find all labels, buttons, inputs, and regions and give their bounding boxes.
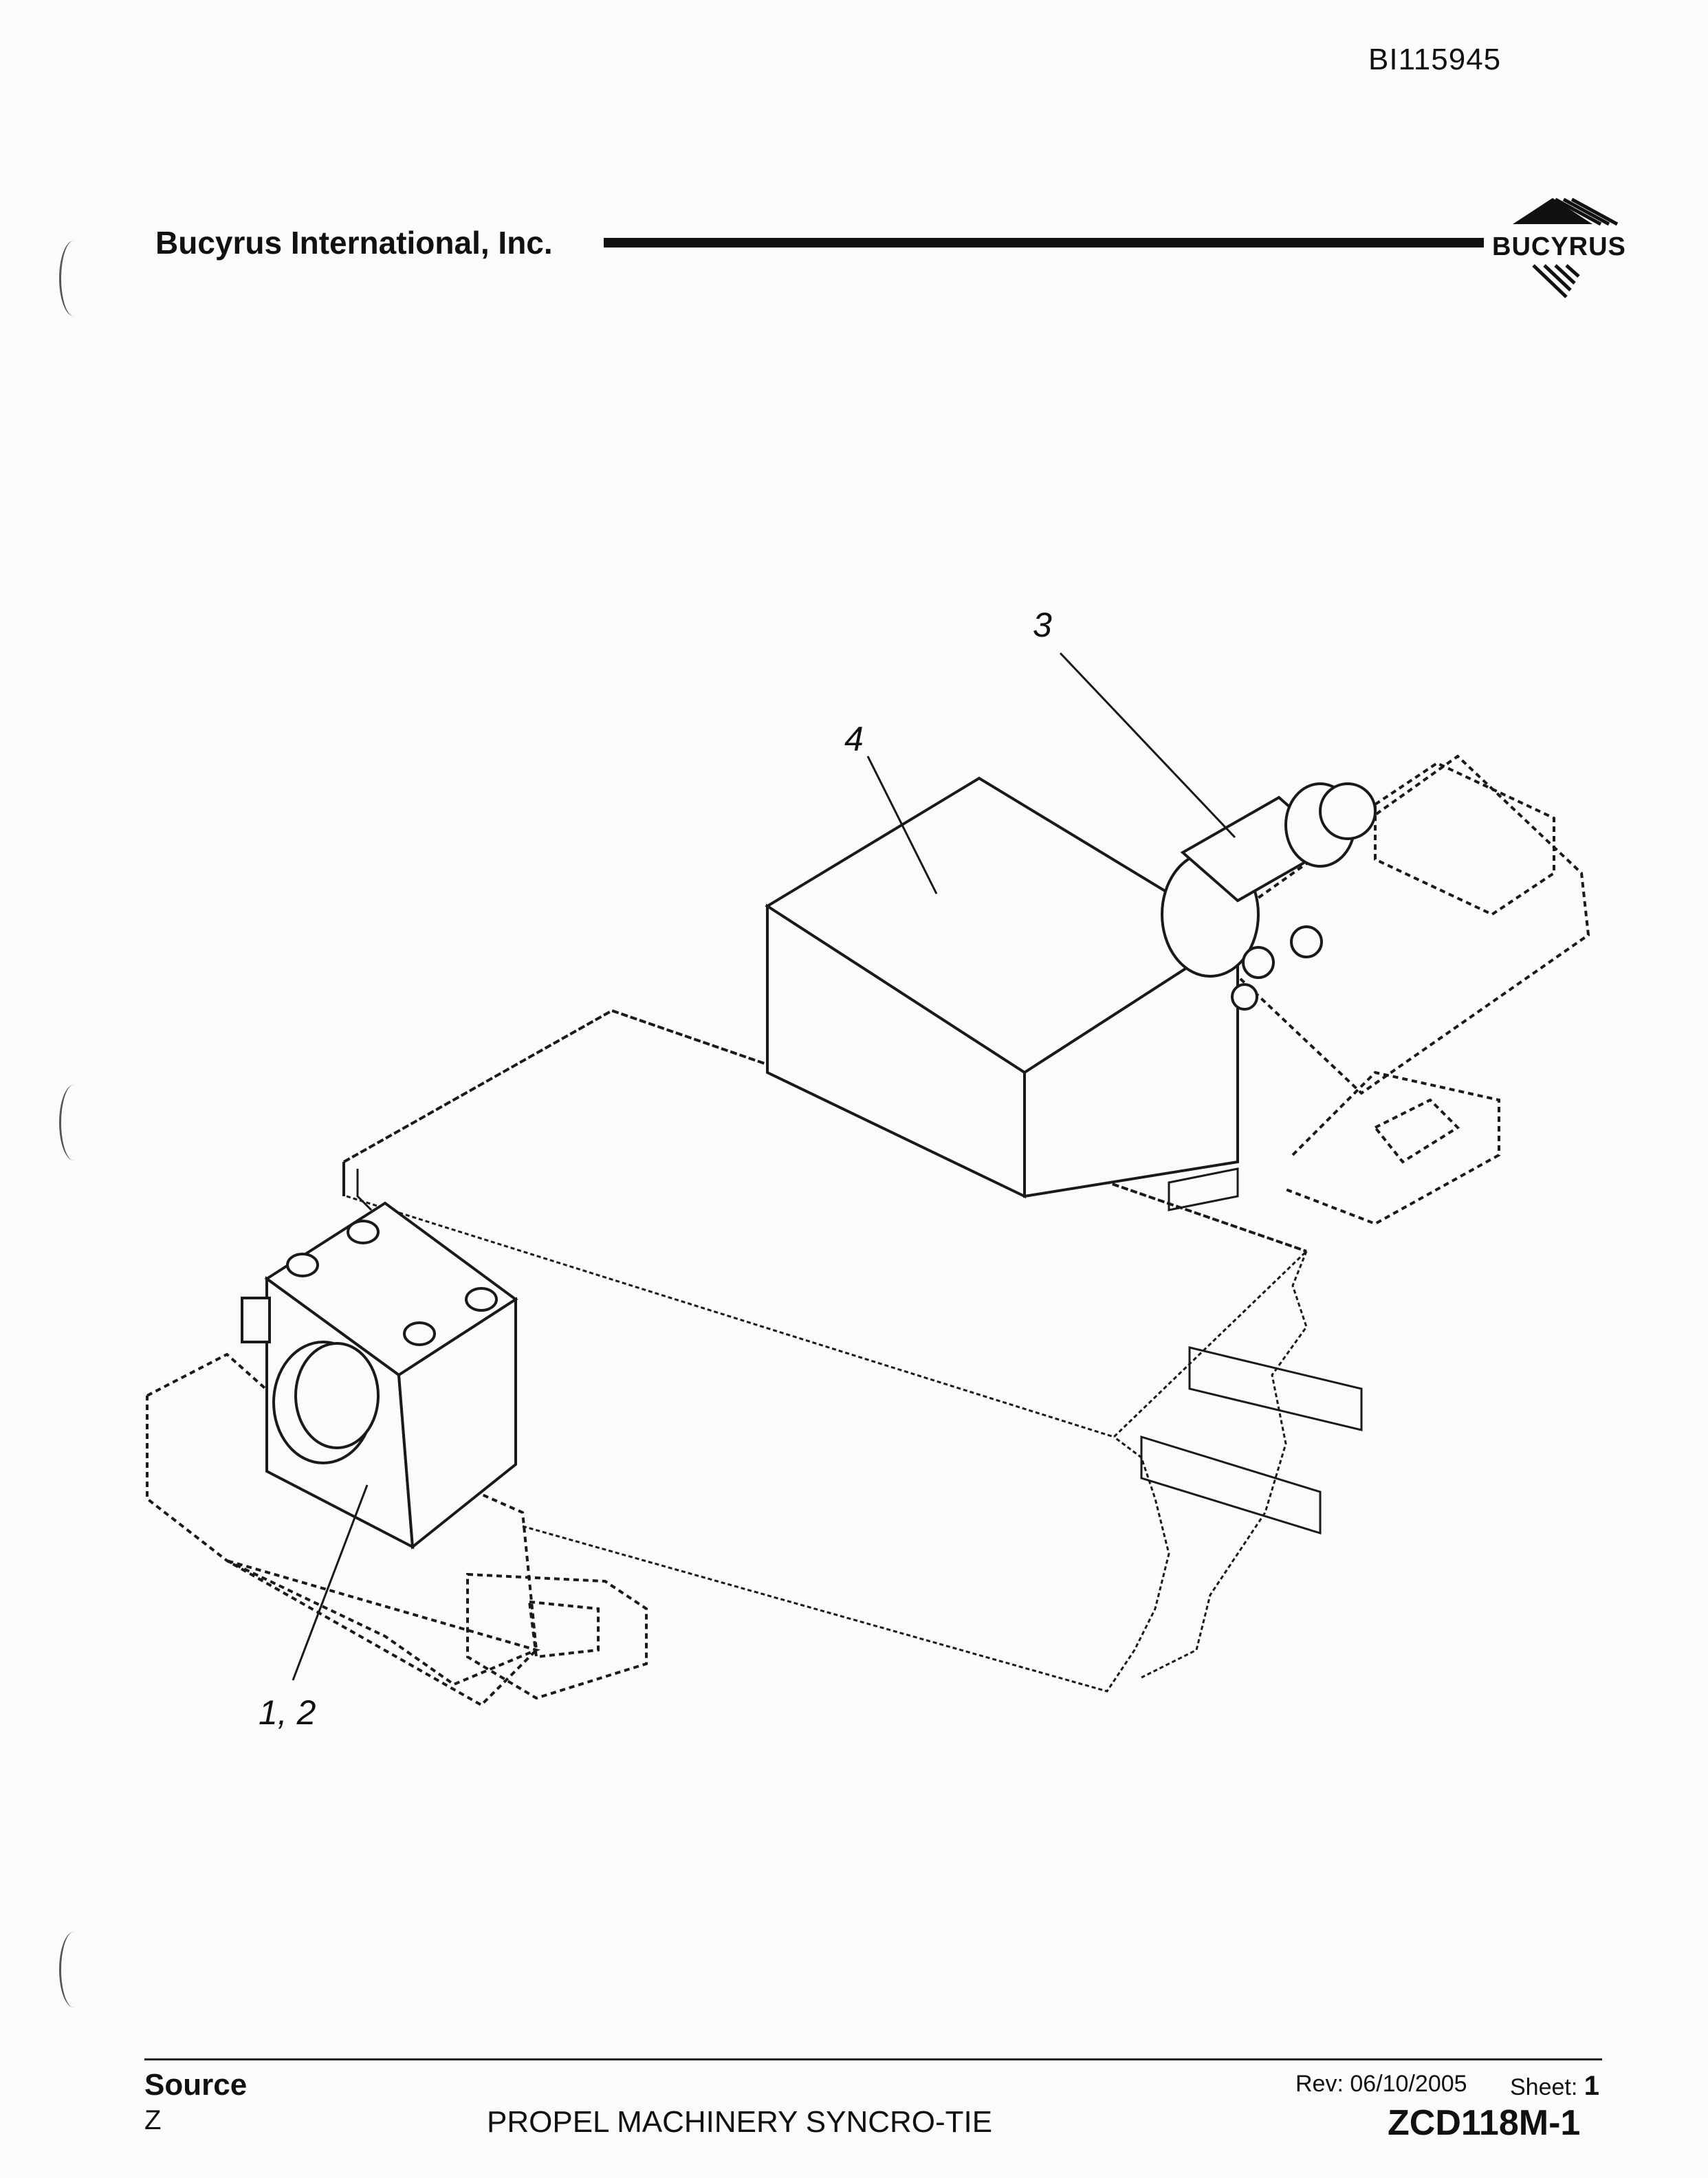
sheet: Sheet: 1 <box>1510 2071 1599 2102</box>
motor <box>1161 782 1377 1011</box>
source-label: Source <box>144 2068 248 2102</box>
callout-leaders <box>292 652 1236 1681</box>
right-base-frame <box>1233 754 1590 1226</box>
document-number: BI115945 <box>1368 43 1502 76</box>
punch-hole-top <box>59 241 89 316</box>
left-base-frame <box>146 1352 648 1707</box>
callout-item-1-2: 1, 2 <box>259 1693 316 1732</box>
callout-item-3: 3 <box>1033 606 1052 644</box>
punch-hole-middle <box>59 1085 89 1160</box>
logo-text: BUCYRUS <box>1492 232 1626 261</box>
header-rule <box>604 238 1484 248</box>
syncro-tie-beam <box>342 1009 1363 1693</box>
revision: Rev: 06/10/2005 <box>1295 2071 1467 2098</box>
company-name: Bucyrus International, Inc. <box>155 225 553 261</box>
sheet-number: 1 <box>1584 2071 1600 2101</box>
rev-label: Rev: <box>1295 2071 1344 2097</box>
footer-rule <box>144 2058 1602 2060</box>
punch-hole-bottom <box>59 1932 89 2008</box>
callout-item-4: 4 <box>844 720 864 758</box>
bearing-block <box>241 1201 518 1550</box>
bucyrus-logo: BUCYRUS <box>1492 194 1636 304</box>
gearbox-box <box>765 776 1240 1211</box>
source-value: Z <box>144 2105 162 2135</box>
bucyrus-logo-icon <box>1513 197 1619 298</box>
sheet-label: Sheet: <box>1510 2074 1578 2100</box>
rev-date: 06/10/2005 <box>1350 2071 1467 2097</box>
drawing-title: PROPEL MACHINERY SYNCRO-TIE <box>487 2105 993 2139</box>
drawing-number: ZCD118M-1 <box>1388 2103 1581 2143</box>
